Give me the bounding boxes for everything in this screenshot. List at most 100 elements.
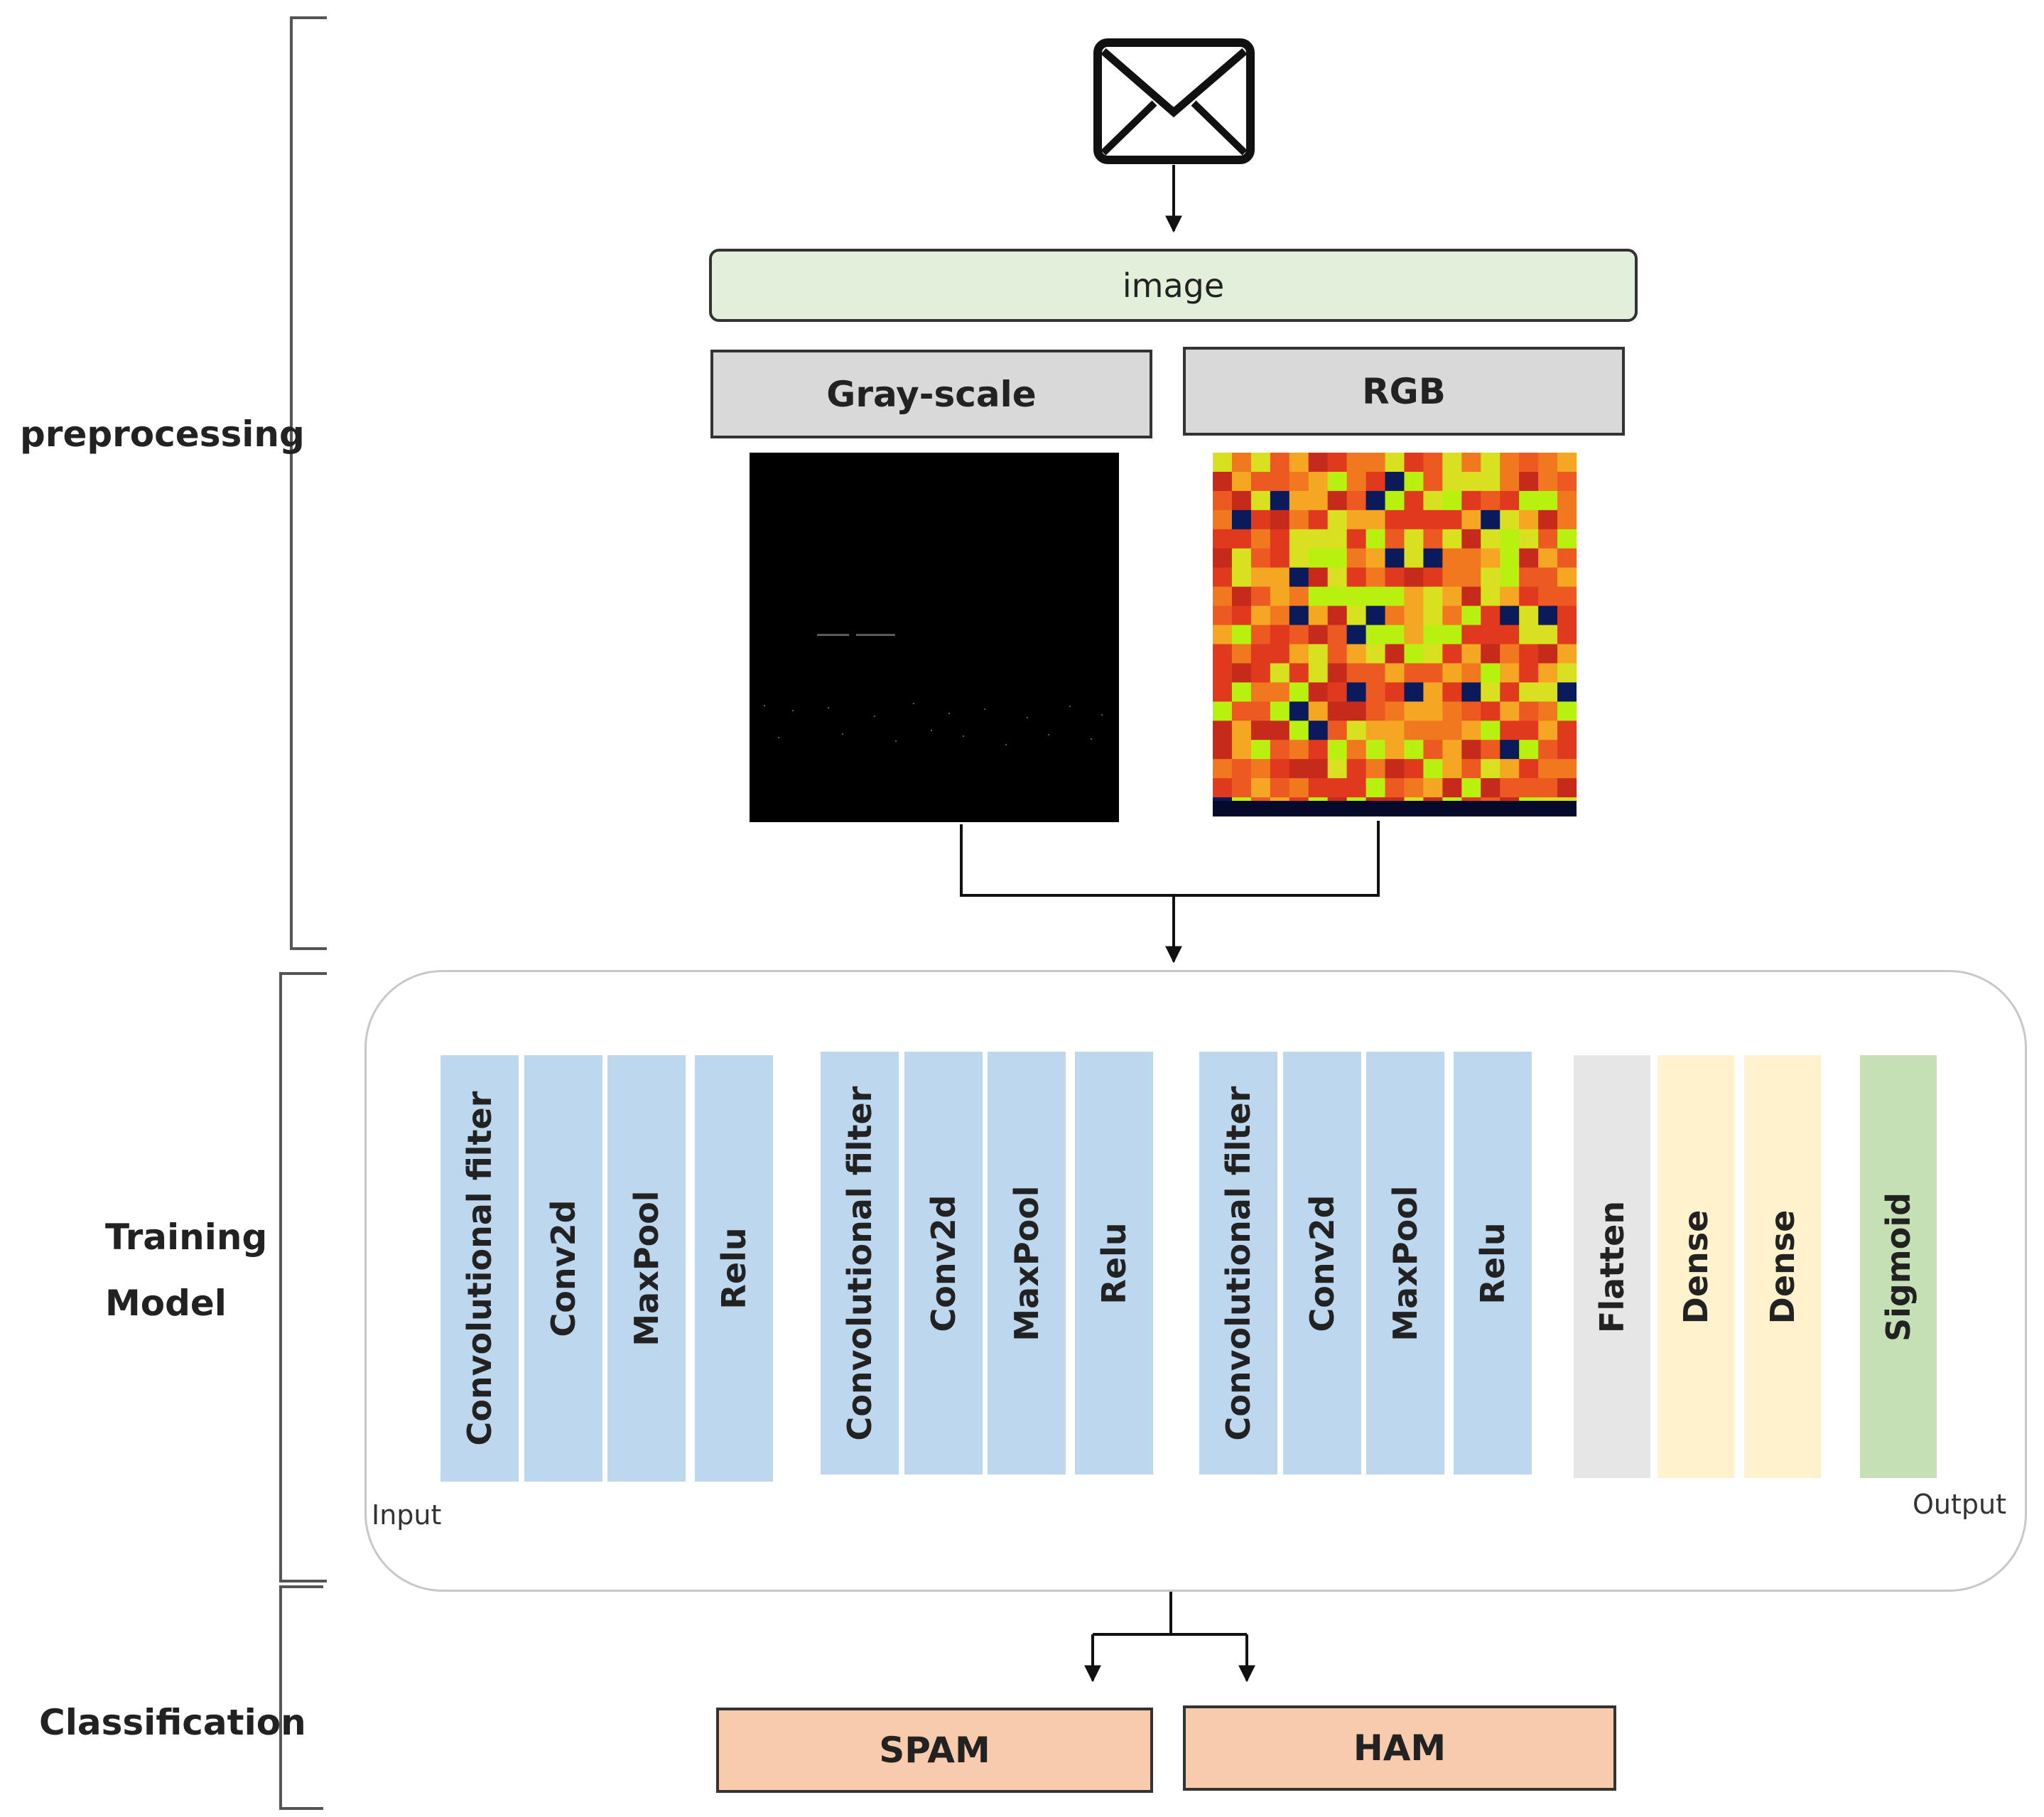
layer-label: MaxPool	[1007, 1185, 1046, 1342]
spam-label: SPAM	[879, 1730, 990, 1771]
rgb-pixel	[1423, 625, 1443, 645]
rgb-pixel	[1519, 548, 1539, 568]
rgb-pixel	[1519, 586, 1539, 607]
rgb-pixel	[1519, 778, 1539, 798]
rgb-pixel	[1461, 759, 1481, 779]
rgb-pixel	[1442, 471, 1462, 492]
rgb-pixel	[1308, 529, 1329, 549]
rgb-pixel	[1423, 471, 1443, 492]
rgb-pixel	[1404, 701, 1424, 721]
rgb-pixel	[1385, 471, 1405, 492]
rgb-pixel	[1366, 625, 1386, 645]
layer-block2-convolutional-filter: Convolutional filter	[821, 1052, 899, 1474]
rgb-pixel	[1250, 740, 1271, 760]
rgb-pixel	[1231, 509, 1252, 530]
layer-block1-conv2d: Conv2d	[524, 1055, 602, 1482]
rgb-pixel	[1423, 453, 1443, 473]
rgb-pixel	[1423, 490, 1443, 511]
rgb-pixel	[1557, 490, 1577, 511]
rgb-pixel	[1557, 548, 1577, 568]
rgb-pixel	[1231, 529, 1252, 549]
rgb-pixel	[1346, 567, 1367, 588]
rgb-pixel	[1366, 490, 1386, 511]
rgb-pixel	[1385, 778, 1405, 798]
rgb-pixel	[1213, 778, 1233, 798]
rgb-pixel	[1538, 567, 1558, 588]
rgb-pixel	[1346, 663, 1367, 683]
rgb-pixel	[1500, 740, 1520, 760]
rgb-pixel	[1289, 586, 1309, 607]
layer-label: Relu	[1095, 1222, 1133, 1305]
rgb-pixel	[1519, 740, 1539, 760]
rgb-pixel	[1250, 663, 1271, 683]
rgb-pixel	[1231, 663, 1252, 683]
rgb-pixel	[1538, 682, 1558, 702]
rgb-pixel	[1404, 490, 1424, 511]
rgb-pixel	[1461, 529, 1481, 549]
rgb-pixel	[1519, 663, 1539, 683]
rgb-pixel	[1346, 778, 1367, 798]
rgb-pixel	[1213, 605, 1233, 626]
rgb-pixel	[1519, 721, 1539, 740]
rgb-pixel	[1231, 471, 1252, 492]
rgb-pixel	[1270, 644, 1290, 664]
rgb-pixel	[1461, 625, 1481, 645]
rgb-pixel	[1250, 644, 1271, 664]
rgb-pixel	[1461, 663, 1481, 683]
rgb-pixel	[1308, 682, 1329, 702]
rgb-pixel	[1461, 453, 1481, 473]
rgb-pixel	[1481, 644, 1500, 664]
rgb-pixel	[1289, 721, 1309, 740]
rgb-pixel	[1442, 605, 1462, 626]
rgb-pixel	[1250, 490, 1271, 511]
rgb-pixel	[1557, 471, 1577, 492]
section-label-model: Model	[105, 1283, 227, 1324]
rgb-image	[1213, 453, 1577, 817]
rgb-pixel	[1327, 529, 1348, 549]
rgb-pixel	[1213, 701, 1233, 721]
rgb-pixel	[1404, 453, 1424, 473]
rgb-pixel	[1366, 567, 1386, 588]
rgb-pixel	[1538, 548, 1558, 568]
rgb-pixel	[1481, 740, 1500, 760]
rgb-pixel	[1557, 778, 1577, 798]
layer-label: Dense	[1677, 1209, 1715, 1324]
rgb-pixel	[1327, 644, 1348, 664]
rgb-pixel	[1538, 490, 1558, 511]
rgb-pixel	[1461, 567, 1481, 588]
rgb-pixel	[1404, 778, 1424, 798]
rgb-pixel	[1308, 548, 1329, 568]
rgb-pixel	[1557, 605, 1577, 626]
rgb-pixel	[1481, 721, 1500, 740]
rgb-pixel	[1327, 471, 1348, 492]
rgb-pixel	[1231, 759, 1252, 779]
rgb-bottom-band	[1213, 801, 1577, 816]
rgb-pixel	[1213, 740, 1233, 760]
rgb-pixel	[1442, 586, 1462, 607]
grayscale-image	[750, 453, 1119, 822]
rgb-pixel	[1519, 529, 1539, 549]
grayscale-noise	[764, 634, 1103, 745]
rgb-pixel	[1557, 682, 1577, 702]
rgb-pixel	[1557, 663, 1577, 683]
rgb-pixel	[1538, 721, 1558, 740]
rgb-pixel	[1366, 740, 1386, 760]
rgb-pixel	[1289, 548, 1309, 568]
rgb-pixel	[1442, 759, 1462, 779]
rgb-pixel	[1442, 721, 1462, 740]
rgb-pixel	[1308, 721, 1329, 740]
rgb-pixel	[1404, 740, 1424, 760]
rgb-pixel	[1327, 567, 1348, 588]
rgb-pixel	[1250, 471, 1271, 492]
rgb-pixel	[1481, 490, 1500, 511]
rgb-pixel	[1423, 605, 1443, 626]
rgb-pixel	[1404, 471, 1424, 492]
rgb-pixel	[1538, 453, 1558, 473]
rgb-pixel	[1270, 586, 1290, 607]
rgb-pixel	[1327, 586, 1348, 607]
rgb-pixel	[1461, 778, 1481, 798]
layer-dense-1: Dense	[1658, 1055, 1734, 1478]
rgb-pixel	[1538, 509, 1558, 530]
rgb-pixel	[1385, 625, 1405, 645]
rgb-pixel	[1346, 682, 1367, 702]
